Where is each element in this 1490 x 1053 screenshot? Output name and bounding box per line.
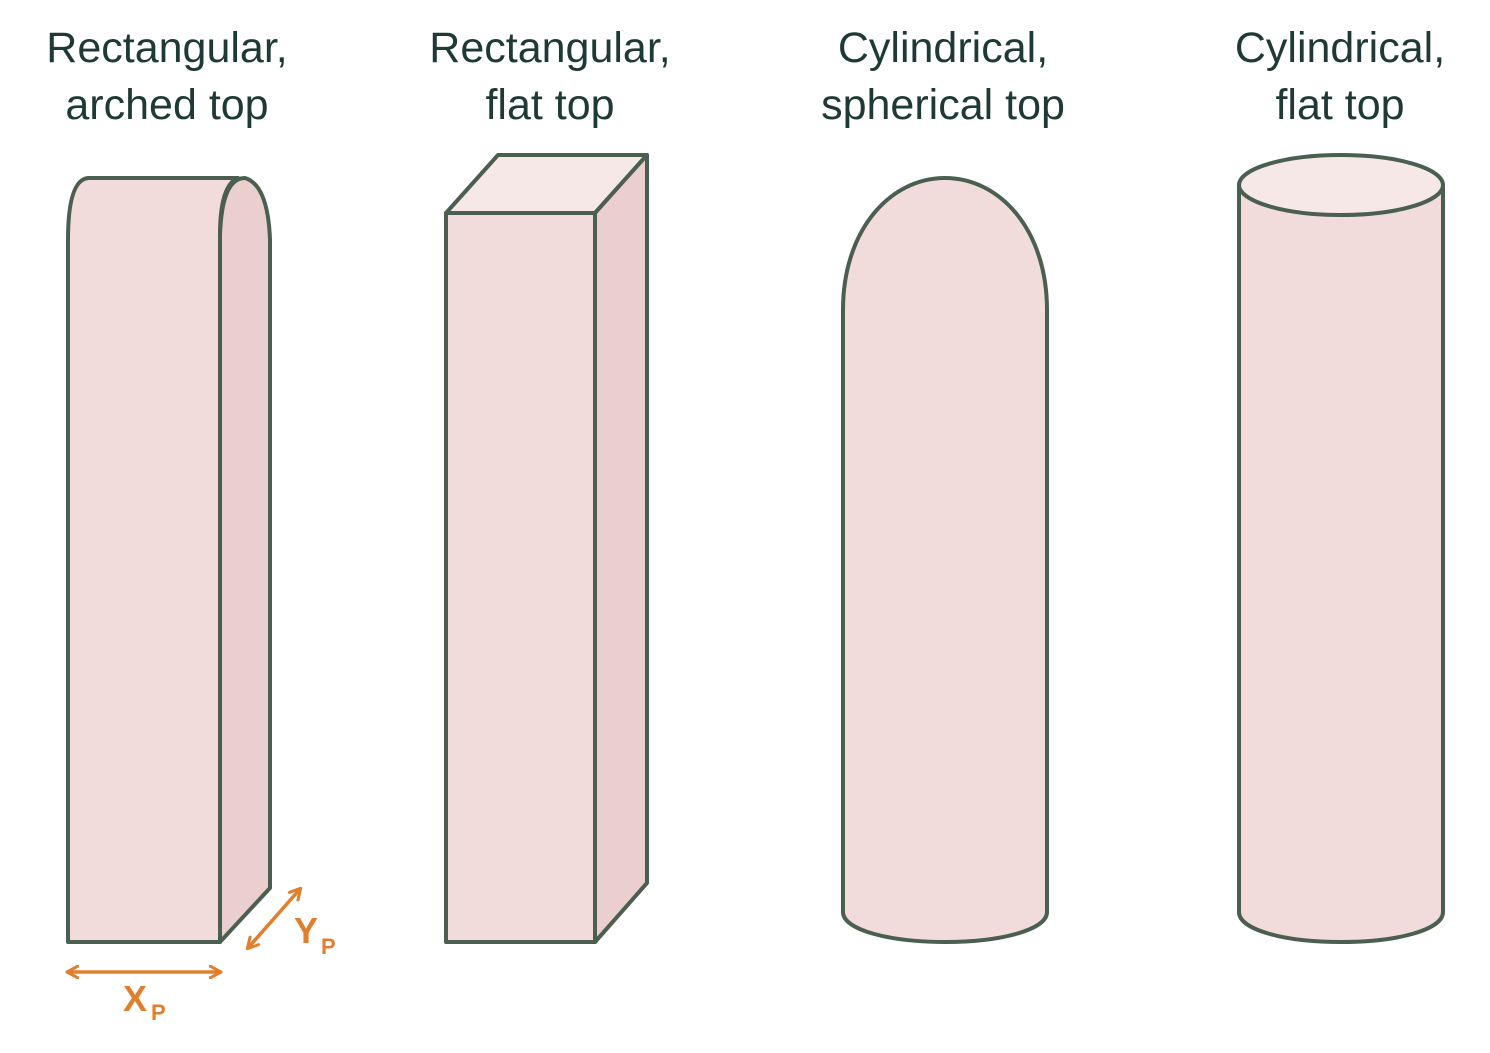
flat-box-side-face [593,153,649,944]
shape-cylindrical-spherical [841,176,1049,944]
shape-rectangular-flat [444,153,649,944]
dimension-y: Y P [248,889,336,959]
label-line-1: Cylindrical, [1234,24,1446,72]
y-dimension-label: Y [294,910,318,951]
label-line-2: flat top [1275,81,1405,129]
y-dimension-arrow [248,889,300,948]
shape-rectangular-arched [66,176,272,944]
flat-cylinder-top-ellipse [1237,153,1445,217]
label-line-2: spherical top [821,81,1065,129]
label-rectangular-arched: Rectangular, arched top [0,20,347,134]
dimension-x: X P [68,972,220,1025]
label-rectangular-flat: Rectangular, flat top [370,20,730,134]
arched-side-face [218,176,272,944]
shape-cylindrical-flat [1237,153,1445,944]
x-dimension-subscript: P [151,1000,166,1025]
spherical-cylinder-body [841,176,1049,944]
flat-box-front-face [444,211,597,944]
label-line-1: Rectangular, [46,24,288,72]
flat-cylinder-body [1237,183,1445,944]
label-cylindrical-spherical: Cylindrical, spherical top [763,20,1123,134]
label-cylindrical-flat: Cylindrical, flat top [1160,20,1490,134]
label-line-1: Cylindrical, [837,24,1049,72]
y-dimension-subscript: P [321,934,336,959]
arched-front-face [66,176,240,944]
x-dimension-label: X [123,978,147,1019]
label-line-1: Rectangular, [429,24,671,72]
label-line-2: arched top [65,81,269,129]
label-line-2: flat top [485,81,615,129]
